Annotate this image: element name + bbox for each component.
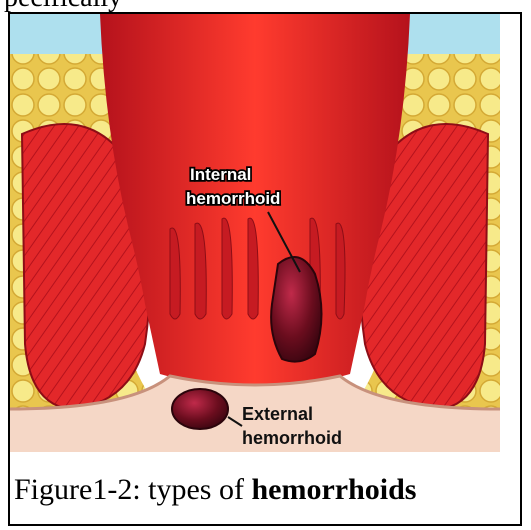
label-internal-line1: Internal <box>190 165 251 184</box>
caption-bold: hemorrhoids <box>251 473 416 506</box>
label-internal-line2: hemorrhoid <box>186 189 280 208</box>
figure-caption: Figure1-2: types of hemorrhoids <box>14 470 416 510</box>
anatomy-illustration: Internal hemorrhoid External hemorrhoid <box>10 14 500 452</box>
internal-hemorrhoid <box>271 257 321 362</box>
label-external-line2: hemorrhoid <box>242 428 342 448</box>
page-text-fragment: pecifically <box>4 0 122 12</box>
caption-prefix: Figure1-2: types of <box>14 473 251 506</box>
label-external-line1: External <box>242 404 313 424</box>
external-hemorrhoid <box>172 389 228 429</box>
